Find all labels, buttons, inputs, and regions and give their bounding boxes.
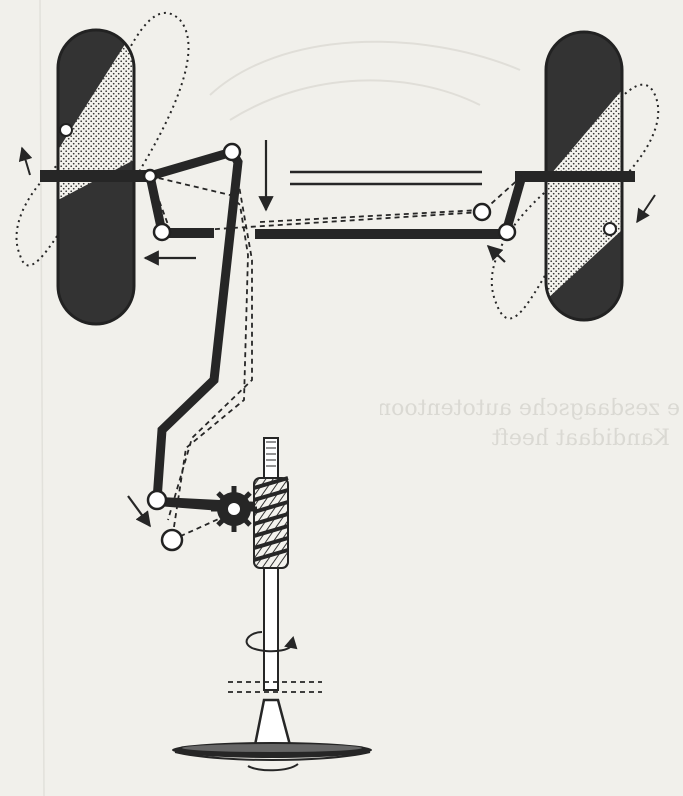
- front-axle: [40, 170, 635, 186]
- left-wheel-swing-path: [15, 12, 190, 267]
- right-knuckle-arm: [481, 174, 527, 234]
- steering-wheel: [172, 698, 372, 772]
- joint-pitman-arm: [146, 489, 168, 511]
- joint-pitman-arm-turned: [160, 528, 184, 552]
- left-wheel-marker: [59, 123, 73, 137]
- sector-gear: [211, 486, 257, 532]
- column-clamp: [228, 681, 322, 693]
- joint-right-track-rod: [497, 222, 517, 242]
- steering-column: [263, 437, 279, 691]
- drag-link-turned: [171, 194, 249, 541]
- left-wheel-rotation-arrow: [18, 146, 33, 176]
- right-knuckle-arrow: [486, 244, 506, 263]
- motion-arrows: [127, 140, 506, 528]
- joint-left-track-rod: [152, 222, 172, 242]
- right-wheel-swing-path: [490, 83, 660, 320]
- steering-worm: [253, 476, 289, 569]
- background-ghost: [39, 0, 521, 796]
- drag-link-turned-2: [167, 179, 253, 521]
- track-rod: [162, 209, 507, 239]
- left-knuckle-arm: [145, 147, 234, 233]
- right-wheel-rotation-arrow: [636, 194, 656, 224]
- ball-joints: [142, 142, 517, 552]
- pitman-arm-arrow: [127, 495, 151, 528]
- right-wheel-marker: [603, 222, 617, 236]
- joint-left-knuckle: [142, 168, 158, 184]
- drag-link: [152, 149, 243, 501]
- joint-drag-link-top: [222, 142, 242, 162]
- column-rotation-arrow: [245, 631, 298, 653]
- joint-right-track-rod-turned: [472, 202, 492, 222]
